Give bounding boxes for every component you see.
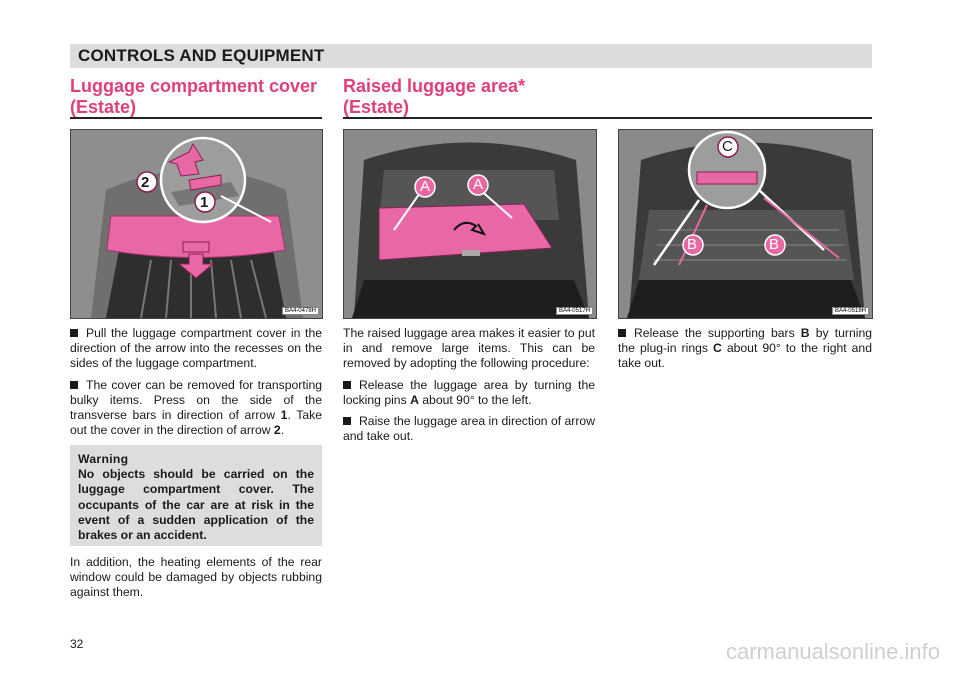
warning-title: Warning	[78, 452, 129, 466]
right-title-line2: (Estate)	[343, 97, 410, 117]
bullet-square-icon	[343, 417, 351, 426]
left-title-line2: (Estate)	[70, 97, 137, 117]
right-title-line1: Raised luggage area*	[343, 76, 526, 96]
middle-bullet-2-text: Raise the luggage area in direction of a…	[343, 414, 595, 444]
left-bullet-1-text: Pull the luggage compartment cover in th…	[70, 326, 322, 371]
right-bullet-text-c: about 90° to the right and take out.	[618, 341, 872, 371]
middle-bullet-1: Release the luggage area by turning the …	[343, 378, 595, 408]
right-bullet-text-b: by turn­ing the plug-in rings	[618, 326, 872, 356]
right-bullet-text-a: Release the supporting bars	[634, 326, 801, 340]
middle-bullet-2: Raise the luggage area in direction of a…	[343, 414, 595, 444]
figure-label-2: 2	[141, 174, 150, 191]
section-header-bar: CONTROLS AND EQUIPMENT	[70, 44, 872, 68]
figure-label-a1: A	[420, 178, 431, 195]
raised-luggage-illustration-b	[619, 130, 872, 318]
warning-body: No objects should be carried on the lugg…	[78, 467, 314, 543]
middle-bullet-1-text-b: about 90° to the left.	[418, 392, 532, 407]
ring-c-ref: C	[713, 341, 722, 356]
right-title-rule	[343, 117, 872, 119]
left-section-title: Luggage compartment cover (Estate)	[70, 76, 317, 118]
pin-a-ref: A	[410, 392, 419, 407]
left-title-rule	[70, 117, 322, 119]
page-number: 32	[70, 637, 84, 651]
bullet-square-icon	[70, 380, 78, 389]
after-warning-text: In addition, the heating elements of the…	[70, 555, 322, 607]
bullet-square-icon	[618, 329, 626, 337]
left-column-text: Pull the luggage compartment cover in th…	[70, 326, 322, 444]
raised-luggage-figure-b: C B B BA4-0518H	[618, 129, 873, 319]
figure-label-1: 1	[200, 194, 209, 211]
left-bullet-1: Pull the luggage compartment cover in th…	[70, 326, 322, 372]
figure-code: BA4-0518H	[831, 307, 869, 315]
arrow-1-ref: 1	[280, 408, 288, 423]
raised-luggage-figure-a: A A BA4-0517H	[343, 129, 597, 319]
figure-label-a2: A	[473, 176, 484, 193]
raised-luggage-illustration-a	[344, 130, 596, 318]
left-bullet-2-text-c: .	[280, 423, 285, 438]
figure-label-b1: B	[687, 236, 698, 253]
figure-label-c: C	[722, 138, 733, 155]
figure-code: BA4-0517H	[555, 307, 593, 315]
left-bullet-2-text-b: . Take out the cover in the direction of…	[70, 408, 322, 438]
section-header-title: CONTROLS AND EQUIPMENT	[78, 46, 325, 65]
middle-bullet-1-text-a: Release the luggage area by turning the …	[343, 377, 595, 407]
warning-text: Warning No objects should be carried on …	[78, 452, 314, 543]
figure-code: BA4-0478H	[281, 307, 319, 315]
left-bullet-2-text-a: The cover can be removed for transpor­ti…	[70, 377, 322, 423]
after-warning-paragraph: In addition, the heating elements of the…	[70, 555, 322, 600]
bullet-square-icon	[343, 380, 351, 389]
figure-label-b2: B	[769, 236, 780, 253]
left-title-line1: Luggage compartment cover	[70, 76, 318, 96]
luggage-cover-figure: 2 1 BA4-0478H	[70, 129, 323, 319]
bar-b-ref: B	[800, 326, 810, 340]
middle-column-text: The raised luggage area makes it easier …	[343, 326, 595, 450]
intro-paragraph: The raised luggage area makes it easier …	[343, 326, 595, 371]
luggage-cover-illustration	[71, 130, 322, 318]
arrow-2-ref: 2	[273, 423, 281, 438]
left-bullet-2: The cover can be removed for transpor­ti…	[70, 378, 322, 439]
warning-box: Warning No objects should be carried on …	[70, 445, 322, 546]
watermark: carmanualsonline.info	[725, 639, 940, 664]
bullet-square-icon	[70, 329, 78, 337]
right-bullet-1: Release the supporting bars B by turn­in…	[618, 326, 872, 372]
right-column-text: Release the supporting bars B by turn­in…	[618, 326, 872, 378]
right-section-title: Raised luggage area* (Estate)	[343, 76, 525, 118]
